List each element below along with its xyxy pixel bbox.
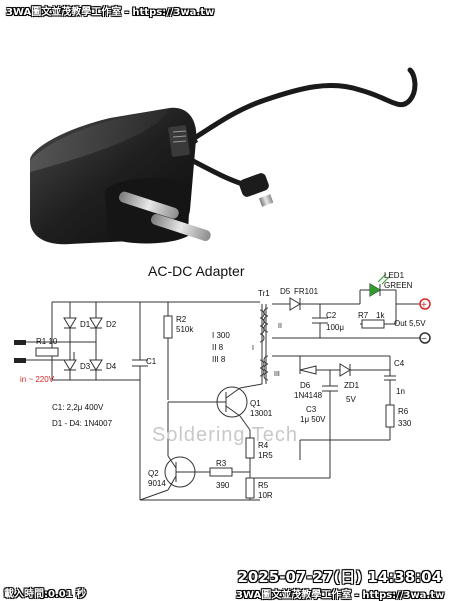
label-minus: − [421,334,427,345]
load-time: 載入時間:0.01 秒 [4,589,87,600]
led-symbol [370,284,380,296]
diagram-title: AC-DC Adapter [148,263,245,279]
circuit-diagram: AC-DC Adapter R1 10 in ~ 220V D1 D2 D3 D… [14,263,431,501]
watermark: Soldering Tech [152,424,298,446]
label-d-spec: D1 - D4: 1N4007 [52,419,113,428]
label-d2: D2 [106,320,117,329]
label-r6: R6 [398,407,409,416]
label-led1: LED1 [384,271,405,280]
label-input: in ~ 220V [20,375,55,384]
usb-plug [239,173,269,197]
terminal-minus [419,332,431,344]
label-r5: R5 [258,481,269,490]
label-r6-val: 330 [398,419,412,428]
label-r2-val: 510k [176,325,194,334]
label-winding-1: I 300 [212,331,230,340]
label-r7-val: 1k [376,311,385,320]
label-d4: D4 [106,362,117,371]
label-r1: R1 10 [36,337,58,346]
label-plus: + [421,300,427,311]
label-q2: Q2 [148,469,159,478]
label-c3: C3 [306,405,317,414]
bottom-banner: 3WA圖文並茂教學工作室 - https://3wa.tw [236,590,445,601]
label-r4: R4 [258,441,269,450]
label-zd1: ZD1 [344,381,360,390]
label-r3-val: 390 [216,481,230,490]
label-r5-val: 10R [258,491,273,500]
label-w-i: I [252,345,254,352]
label-w-iii: III [274,371,280,378]
label-d1: D1 [80,320,91,329]
label-led1-val: GREEN [384,281,413,290]
label-c2-val: 100μ [326,323,344,332]
label-d3: D3 [80,362,91,371]
label-c1-spec: C1: 2,2μ 400V [52,403,104,412]
label-r4-val: 1R5 [258,451,273,460]
label-r3: R3 [216,459,227,468]
label-c4: C4 [394,359,405,368]
label-c1: C1 [146,357,157,366]
label-tr1: Tr1 [258,289,270,298]
label-w-ii: II [278,323,282,330]
label-q1-val: 13001 [250,409,273,418]
label-r7: R7 [358,311,369,320]
plug-pin-right [150,213,211,241]
label-c3-val: 1μ 50V [300,415,326,424]
cable [173,67,418,153]
label-q2-val: 9014 [148,479,166,488]
label-r2: R2 [176,315,187,324]
label-q1: Q1 [250,399,261,408]
timestamp: 2025-07-27(日) 14:38:04 [237,568,443,586]
plug-pin-left [119,191,179,219]
label-out: Out 5,5V [394,319,426,328]
label-d6: D6 [300,381,311,390]
label-c4-val: 1n [396,387,405,396]
label-d5-val: FR101 [294,287,319,296]
label-d6-val: 1N4148 [294,391,323,400]
terminal-plus [419,298,431,310]
label-zd1-val: 5V [346,395,356,404]
charger-photo [30,67,418,245]
top-banner: 3WA圖文並茂教學工作室 - https://3wa.tw [6,7,215,18]
label-winding-2: II 8 [212,343,224,352]
label-c2: C2 [326,311,337,320]
label-d5: D5 [280,287,291,296]
label-winding-3: III 8 [212,355,226,364]
